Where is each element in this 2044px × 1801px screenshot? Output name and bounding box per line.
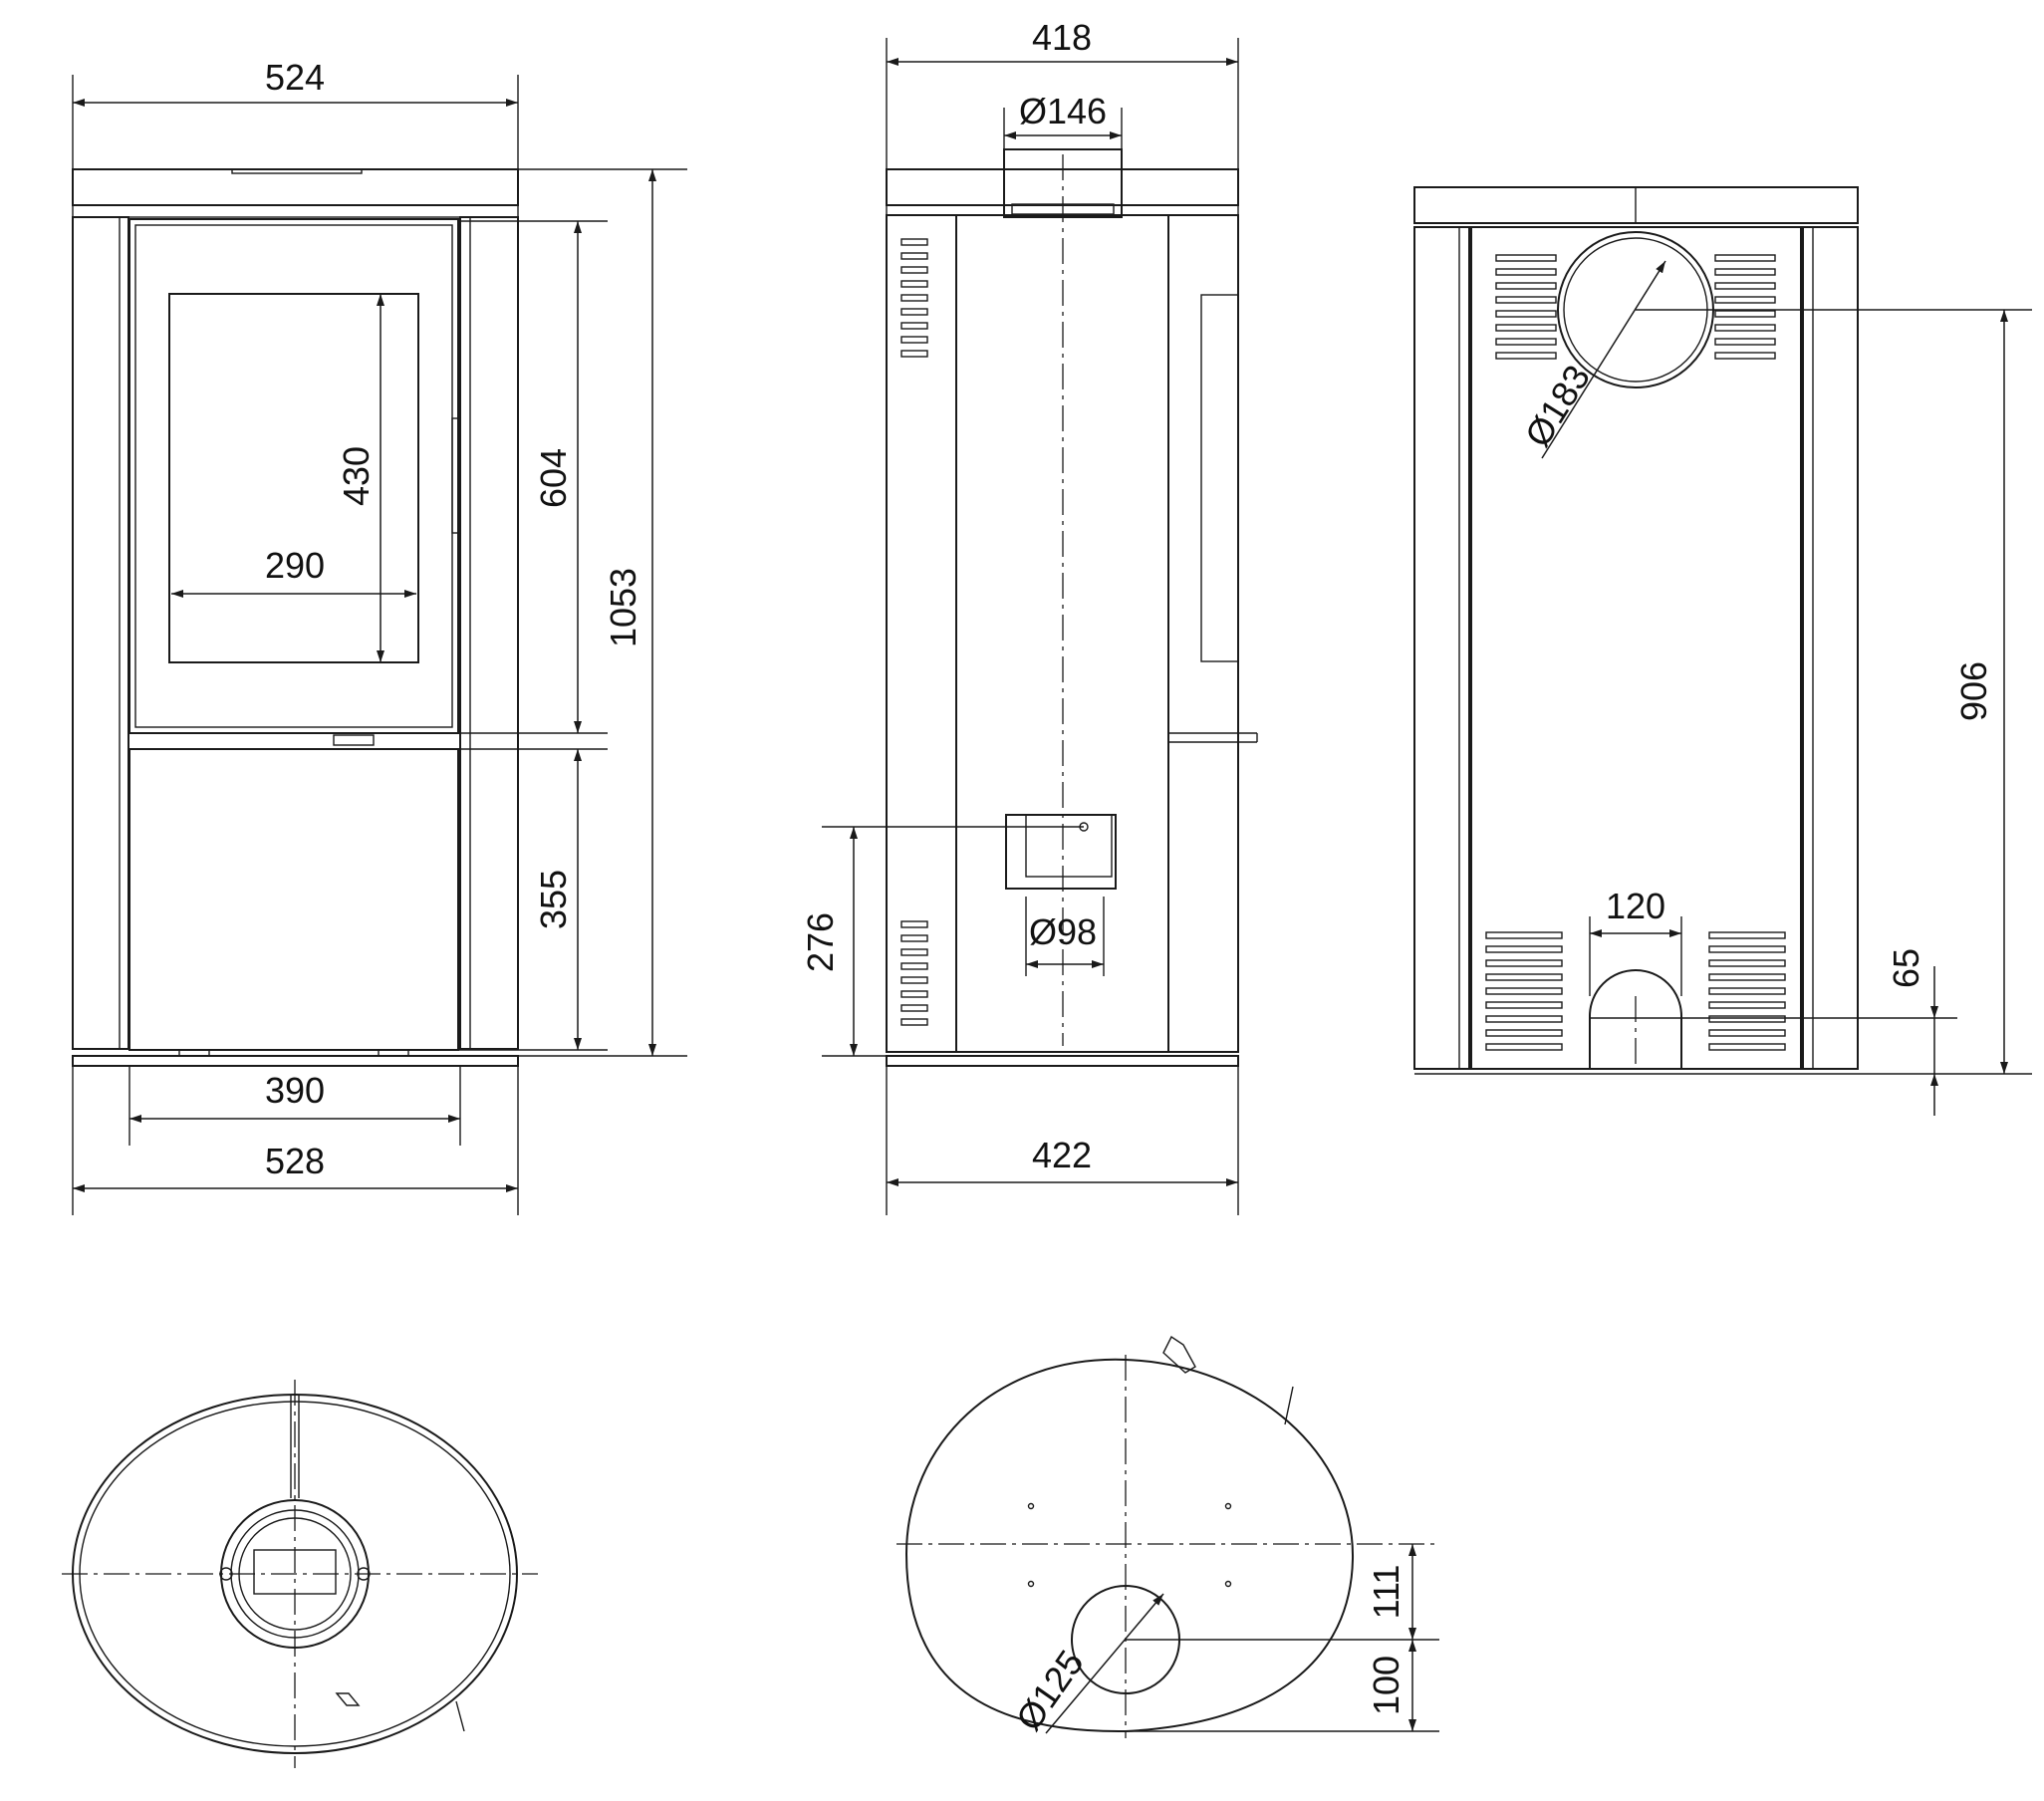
bottom-hole-diameter-label: Ø125 (1008, 1643, 1092, 1738)
side-flue-diameter-label: Ø146 (1019, 91, 1107, 131)
bottom-offset-a-label: 111 (1366, 1565, 1406, 1620)
bottom-offset-b-label: 100 (1366, 1656, 1406, 1715)
front-glass-height-label: 430 (336, 446, 377, 506)
rear-vents-upper-left (1495, 254, 1557, 360)
rear-view: Ø183 906 120 65 (1413, 186, 2032, 1116)
rear-opening-height-label: 65 (1886, 948, 1926, 988)
rear-flue-diameter-label: Ø183 (1517, 358, 1598, 453)
rear-vents-lower-right (1708, 931, 1786, 1051)
side-vents-lower (900, 920, 928, 1026)
front-lower-height-label: 355 (533, 870, 574, 929)
side-depth-top-label: 418 (1032, 17, 1092, 58)
rear-vents-upper-right (1714, 254, 1776, 360)
front-door-height-label: 604 (533, 448, 574, 508)
bottom-view: 111 100 Ø125 (896, 1335, 1439, 1738)
front-total-height-label: 1053 (603, 568, 643, 647)
front-base-width-label: 528 (265, 1141, 325, 1181)
front-view: 524 1053 604 430 290 355 390 528 (72, 57, 687, 1215)
front-glass-width-label: 290 (265, 545, 325, 586)
side-vents-upper (900, 238, 928, 358)
side-depth-base-label: 422 (1032, 1135, 1092, 1175)
side-air-inlet-height-label: 276 (800, 912, 841, 972)
front-top-width-label: 524 (265, 57, 325, 98)
rear-opening-width-label: 120 (1606, 886, 1665, 926)
front-inner-width-label: 390 (265, 1070, 325, 1111)
top-view (62, 1380, 538, 1768)
rear-flue-height-label: 906 (1953, 661, 1994, 721)
side-air-inlet-diameter-label: Ø98 (1029, 911, 1097, 952)
side-view: 418 Ø146 276 Ø98 422 (800, 17, 1258, 1215)
rear-vents-lower-left (1485, 931, 1563, 1051)
